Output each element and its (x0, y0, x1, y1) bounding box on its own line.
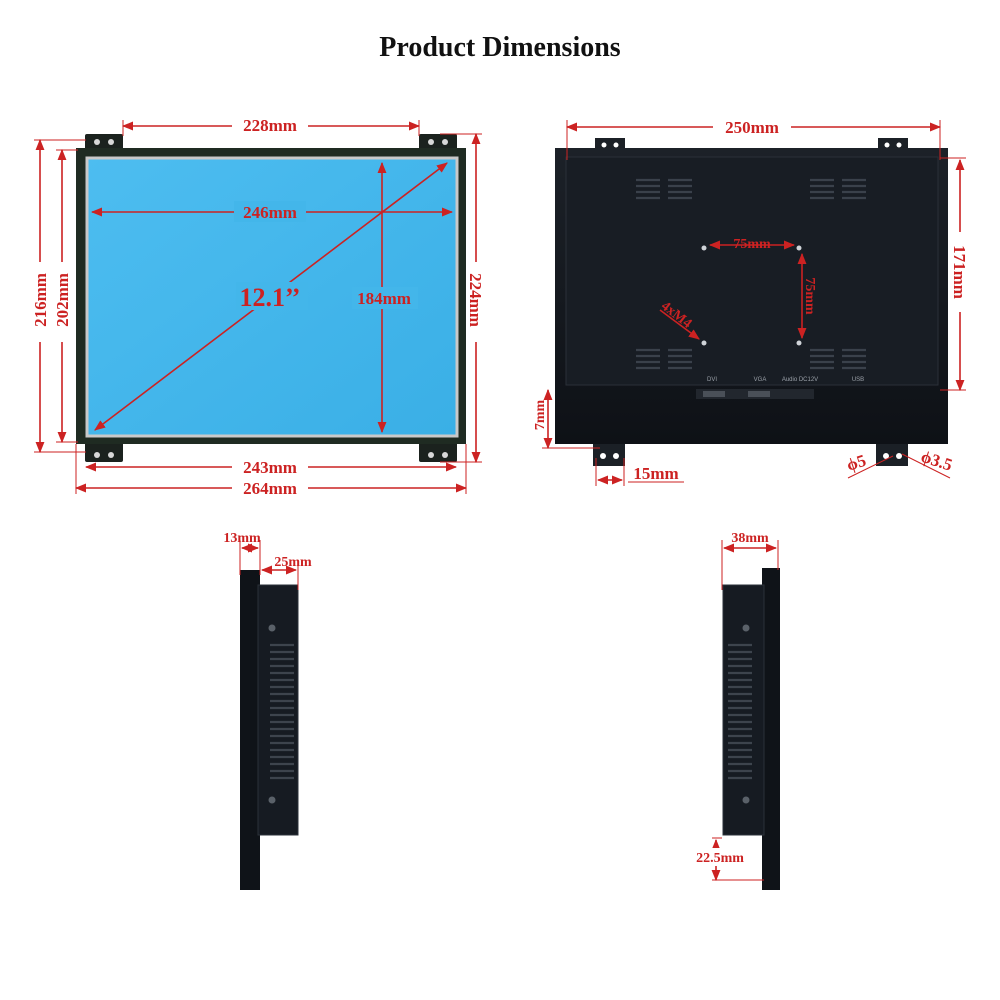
dim-body-depth: 25mm (274, 555, 312, 570)
port-label-usb: USB (852, 377, 864, 383)
dim-right-height: 224mm (466, 273, 485, 327)
dim-back-width: 250mm (725, 118, 779, 137)
port-label-audio-dc: Audio DC12V (782, 377, 818, 383)
back-view: 75mm 75mm 4xM4 DVI VGA Audio DC12V USB 2… (533, 117, 970, 486)
dim-inner-height: 184mm (357, 289, 411, 308)
vesa-holes (701, 245, 802, 346)
dim-top-width: 228mm (243, 116, 297, 135)
side-view-left: 13mm 25mm (223, 531, 312, 890)
dim-total-depth: 38mm (731, 531, 769, 546)
dim-bottom-outer: 264mm (243, 479, 297, 498)
dim-diagonal: 12.1’’ (240, 283, 301, 312)
dim-hole-large: ϕ5 (844, 451, 868, 475)
dim-bottom-inner: 243mm (243, 458, 297, 477)
dim-tab-height: 7mm (533, 400, 548, 431)
side-view-right: 38mm 22.5mm (684, 531, 780, 890)
back-vents (636, 178, 866, 370)
dim-left-outer-height: 216mm (31, 273, 50, 327)
dim-vesa-vertical: 75mm (802, 277, 817, 315)
dim-hole-small: ϕ3.5 (919, 447, 955, 475)
dim-inner-width: 246mm (243, 203, 297, 222)
dim-vesa-horizontal: 75mm (733, 237, 771, 252)
port-label-vga: VGA (754, 377, 767, 383)
dim-bezel-depth: 13mm (223, 531, 261, 546)
dim-tab-width: 15mm (633, 464, 678, 483)
dim-back-height: 171mm (950, 245, 969, 299)
front-view: 228mm 246mm 12.1’’ 184mm 216mm 202mm 224… (30, 114, 486, 498)
page-title: Product Dimensions (379, 32, 620, 63)
dim-bottom-offset: 22.5mm (696, 851, 744, 866)
dim-left-inner-height: 202mm (53, 273, 72, 327)
port-label-dvi: DVI (707, 377, 717, 383)
mounting-tabs (85, 134, 457, 462)
